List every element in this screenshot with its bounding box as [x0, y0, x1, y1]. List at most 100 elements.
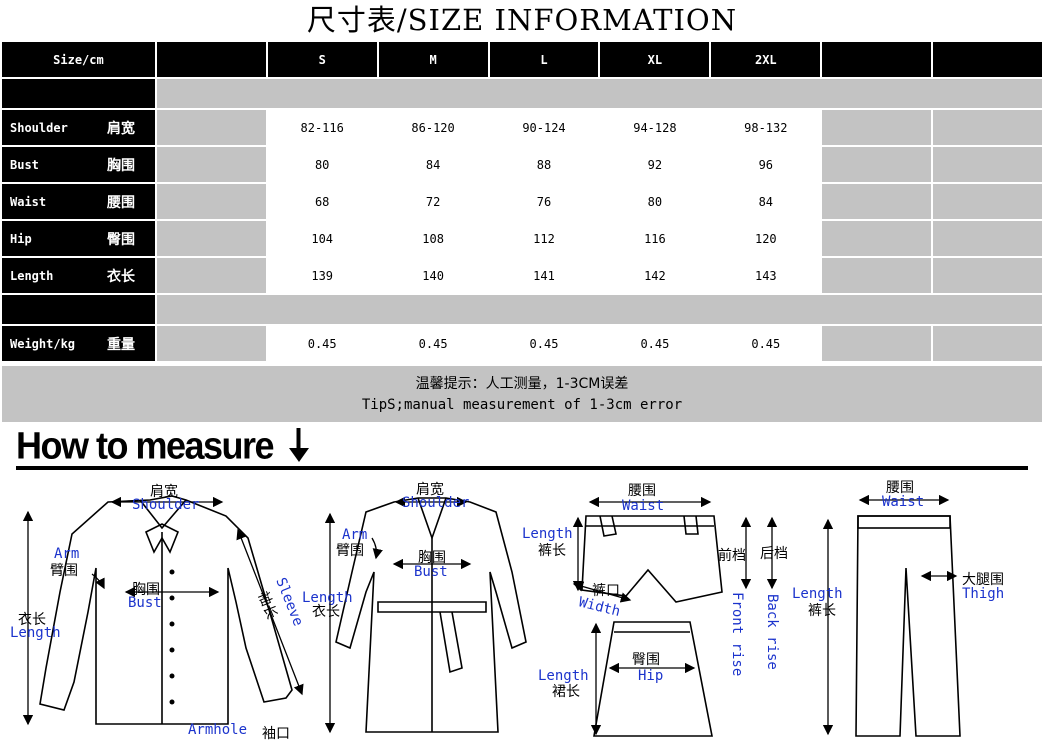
how-to-measure-heading: How to measure — [16, 423, 275, 467]
value-cell: 68 — [267, 184, 377, 219]
empty-cell — [822, 184, 932, 219]
row-label-en: Waist — [10, 194, 47, 209]
value-cell: 92 — [600, 147, 710, 182]
shirt-armhole-en: Armhole — [188, 722, 247, 738]
empty-cell — [933, 147, 1042, 182]
coat-shoulder-en: Shoulder — [402, 495, 469, 511]
shorts-loop — [599, 515, 617, 537]
pants-waist-cn: 腰围 — [886, 480, 914, 496]
value-cell: 96 — [711, 147, 821, 182]
skirt-hip-en: Hip — [638, 668, 663, 684]
coat-diagram: 肩宽 Shoulder 胸围 Bust Arm 臂围 Length 衣长 — [302, 481, 527, 734]
separator-label — [2, 79, 155, 108]
tips-cn: 温馨提示：人工测量，1-3CM误差 — [415, 376, 629, 392]
empty-cell — [933, 110, 1042, 145]
pants-waistband — [857, 515, 951, 529]
empty-cell — [156, 326, 266, 361]
row-label-en: Weight/kg — [10, 336, 76, 351]
section-divider — [16, 466, 1028, 470]
header-size-s: S — [267, 42, 377, 77]
header-size-xl: XL — [600, 42, 710, 77]
header-size-2xl: 2XL — [711, 42, 821, 77]
value-cell: 80 — [267, 147, 377, 182]
value-cell: 0.45 — [489, 326, 599, 361]
shirt-arm-en: Arm — [54, 546, 79, 562]
value-cell: 76 — [489, 184, 599, 219]
shirt-arm-cn: 臂围 — [50, 563, 78, 579]
shirt-diagram: 肩宽 Shoulder 胸围 Bust Arm 臂围 衣长 Length 袖长 … — [10, 483, 306, 742]
header-size-cm: Size/cm — [2, 42, 155, 77]
shorts-waist-cn: 腰围 — [628, 483, 656, 499]
empty-cell — [156, 184, 266, 219]
coat-belt-tie — [439, 611, 463, 674]
value-cell: 84 — [378, 147, 488, 182]
shirt-bust-cn: 胸围 — [132, 582, 160, 598]
pants-length-en: Length — [792, 586, 843, 602]
value-cell: 0.45 — [378, 326, 488, 361]
shirt-shoulder-en: Shoulder — [132, 497, 199, 513]
pants-length-cn: 裤长 — [808, 603, 836, 619]
arrow-down-icon — [289, 428, 309, 462]
empty-cell — [933, 221, 1042, 256]
empty-cell — [822, 326, 932, 361]
header-size-m: M — [378, 42, 488, 77]
empty-cell — [822, 110, 932, 145]
pants-diagram: 腰围 Waist 大腿围 Thigh Length 裤长 — [792, 480, 1004, 737]
row-label-cn: 衣长 — [107, 268, 135, 285]
shirt-length-cn: 衣长 — [18, 612, 46, 628]
value-cell: 112 — [489, 221, 599, 256]
row-label: Bust 胸围 — [2, 147, 155, 182]
shorts-width-dimension — [572, 581, 632, 603]
header-empty — [822, 42, 932, 77]
separator-row — [2, 79, 1042, 108]
pants-waist-en: Waist — [882, 494, 924, 510]
empty-cell — [156, 258, 266, 293]
skirt-diagram: 臀围 Hip Length 裙长 — [538, 621, 713, 737]
value-cell: 98-132 — [711, 110, 821, 145]
shirt-bust-en: Bust — [128, 595, 162, 611]
separator-band — [156, 295, 1042, 324]
back-rise-en: Back rise — [764, 594, 780, 670]
empty-cell — [822, 147, 932, 182]
coat-shoulder-cn: 肩宽 — [416, 481, 444, 498]
shorts-length-en: Length — [522, 526, 573, 542]
coat-belt — [377, 601, 487, 613]
tips-banner: 温馨提示：人工测量，1-3CM误差 TipS;manual measuremen… — [2, 366, 1042, 422]
value-cell: 90-124 — [489, 110, 599, 145]
pants-thigh-cn: 大腿围 — [962, 572, 1004, 588]
empty-cell — [822, 258, 932, 293]
value-cell: 72 — [378, 184, 488, 219]
shirt-shoulder-cn: 肩宽 — [150, 483, 178, 500]
value-cell: 86-120 — [378, 110, 488, 145]
coat-bust-cn: 胸围 — [418, 550, 446, 566]
coat-outline — [335, 497, 527, 733]
value-cell: 80 — [600, 184, 710, 219]
empty-cell — [933, 326, 1042, 361]
front-rise-cn: 前档 — [718, 547, 746, 564]
skirt-length-en: Length — [538, 668, 589, 684]
separator-label — [2, 295, 155, 324]
coat-arm-en: Arm — [342, 527, 367, 543]
empty-cell — [156, 221, 266, 256]
shirt-cuff-cn: 袖口 — [262, 726, 290, 742]
row-label-cn: 肩宽 — [107, 120, 135, 137]
sleeve-dimension — [236, 528, 304, 696]
shorts-hem-cn: 裤口 — [592, 583, 620, 599]
row-label-cn: 胸围 — [107, 157, 135, 174]
separator-row — [2, 295, 1042, 324]
pants-thigh-en: Thigh — [962, 586, 1004, 602]
coat-length-en: Length — [302, 590, 353, 606]
front-rise-en: Front rise — [729, 592, 745, 676]
row-label-cn: 重量 — [107, 336, 135, 353]
header-empty — [933, 42, 1042, 77]
row-label-en: Bust — [10, 157, 39, 172]
shorts-diagram: 腰围 Waist Length 裤长 裤口 Width 前档 后档 Front … — [522, 483, 788, 676]
header-size-l: L — [489, 42, 599, 77]
